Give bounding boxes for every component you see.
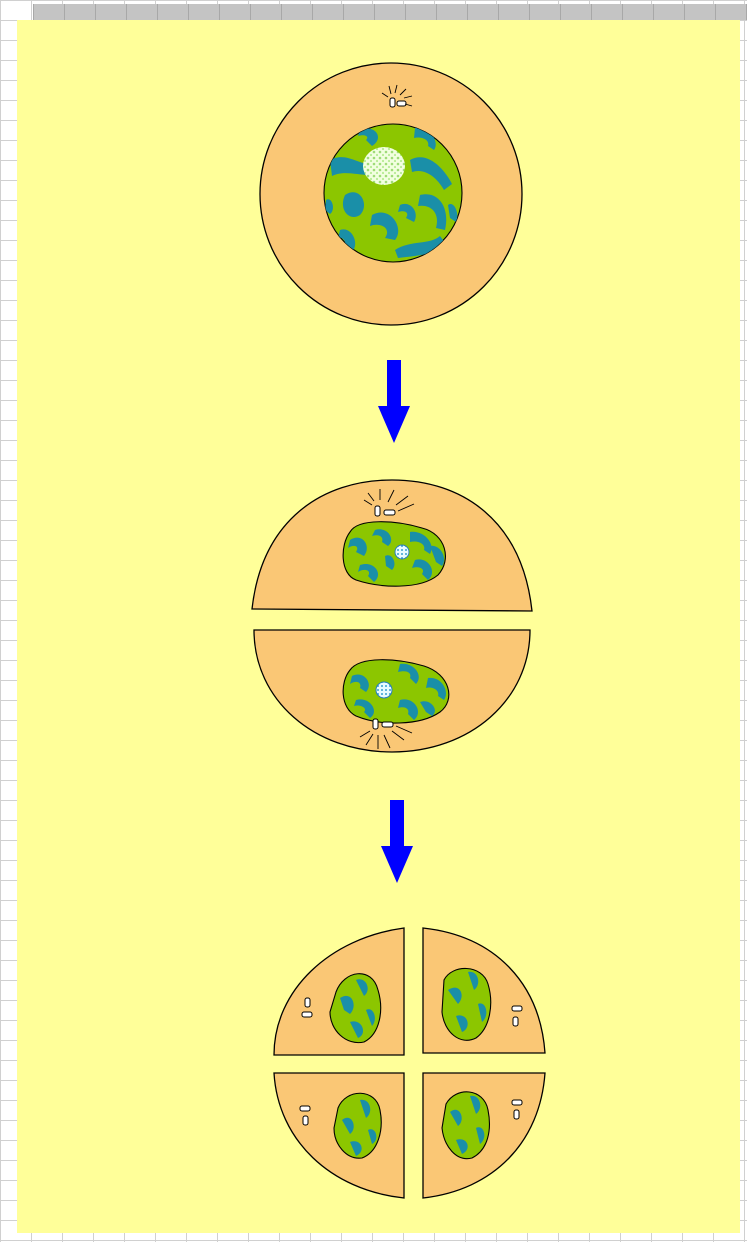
quadrant-cell-bottom-left: [274, 1073, 404, 1198]
nucleolus: [363, 147, 405, 185]
quadrant-cell-top-right: [423, 928, 545, 1053]
stage-two-cell: [252, 480, 532, 752]
down-arrow-icon: [381, 800, 413, 883]
stage-four-cell: [274, 928, 545, 1198]
quadrant-cell-top-left: [274, 928, 404, 1055]
quadrant-cell-bottom-right: [423, 1073, 545, 1198]
nucleolus-top: [395, 545, 409, 559]
down-arrow-icon: [378, 360, 410, 443]
stage-single-cell: [260, 63, 522, 325]
nucleolus-bottom: [376, 682, 392, 698]
